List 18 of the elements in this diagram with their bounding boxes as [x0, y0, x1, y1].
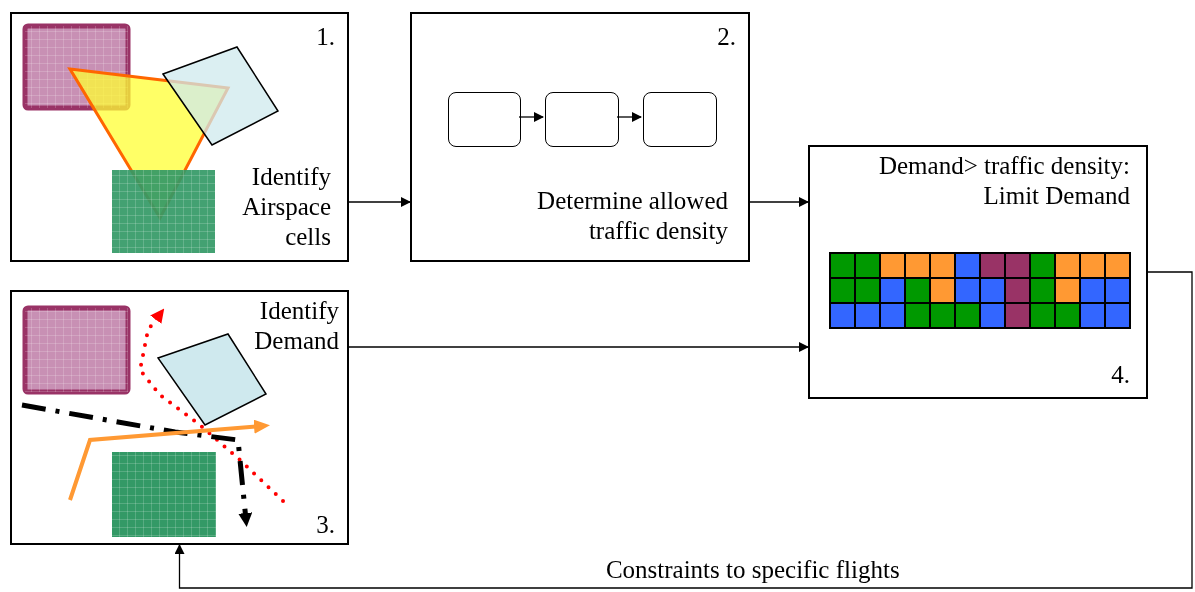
rounded-box [448, 92, 521, 147]
step-label: Determine allowed traffic density [536, 186, 728, 246]
arrow [348, 197, 411, 207]
rounded-box [545, 92, 619, 147]
step-label: Demand> traffic density: Limit Demand [877, 151, 1130, 211]
step-label: Identify Airspace cells [241, 162, 331, 252]
step-number: 1. [316, 22, 335, 52]
arrow [749, 197, 809, 207]
step-label: Identify Demand [253, 296, 339, 356]
rounded-box [643, 92, 717, 147]
step-number: 3. [316, 509, 335, 540]
step-number: 2. [717, 22, 736, 52]
arrow [616, 112, 642, 122]
arrow [348, 342, 809, 352]
process-box [410, 12, 750, 262]
arrow [518, 112, 544, 122]
arrow [174, 271, 1193, 589]
step-number: 4. [1111, 359, 1130, 390]
